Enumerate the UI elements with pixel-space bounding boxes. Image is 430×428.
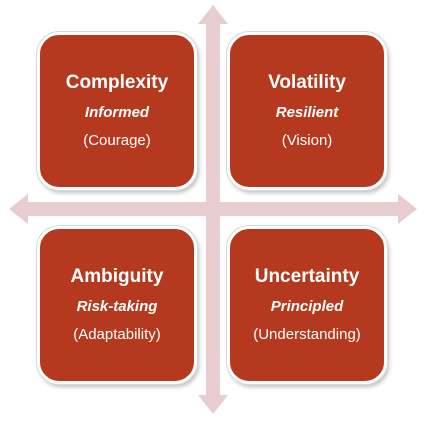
quadrant-subtitle: Principled xyxy=(270,298,344,315)
quadrant-complexity: Complexity Informed (Courage) xyxy=(37,32,197,190)
horizontal-double-arrow xyxy=(9,194,417,224)
quadrant-title: Complexity xyxy=(65,72,169,93)
quadrant-title: Ambiguity xyxy=(70,266,164,287)
quadrant-title: Volatility xyxy=(268,72,346,93)
quadrant-uncertainty: Uncertainty Principled (Understanding) xyxy=(227,226,387,384)
quadrant-ambiguity: Ambiguity Risk-taking (Adaptability) xyxy=(37,226,197,384)
quadrant-subtitle: Informed xyxy=(84,104,150,121)
quadrant-note: (Courage) xyxy=(83,132,151,149)
quadrant-note: (Vision) xyxy=(281,132,333,149)
quadrant-subtitle: Resilient xyxy=(275,104,339,121)
quadrant-subtitle: Risk-taking xyxy=(76,298,158,315)
quadrant-note: (Adaptability) xyxy=(73,326,161,343)
quadrant-volatility: Volatility Resilient (Vision) xyxy=(227,32,387,190)
quadrant-note: (Understanding) xyxy=(253,326,361,343)
quadrant-title: Uncertainty xyxy=(254,266,360,287)
